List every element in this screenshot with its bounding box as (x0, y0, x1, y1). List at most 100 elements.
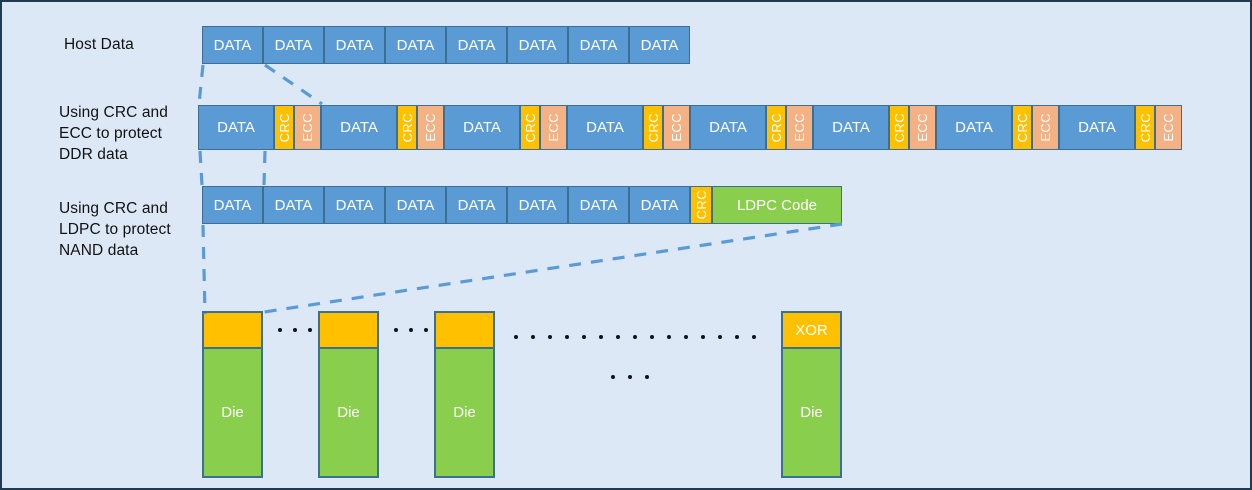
ellipsis-dot (735, 335, 739, 339)
ellipsis-dot (628, 375, 632, 379)
cell-label: DATA (586, 119, 624, 136)
cell-crc-8: CRC (520, 105, 540, 150)
cell-data-8: DATA (629, 26, 690, 64)
cell-data-6: DATA (507, 186, 568, 224)
cell-label: ECC (423, 113, 438, 142)
cell-data-2: DATA (263, 26, 324, 64)
cell-label: DATA (340, 119, 378, 136)
ellipsis-dot (645, 375, 649, 379)
cell-label: CRC (645, 112, 661, 143)
cell-data-7: DATA (568, 186, 629, 224)
cell-label: DATA (213, 196, 252, 214)
row-label-host-data: Host Data (64, 36, 134, 53)
cell-data-4: DATA (385, 186, 446, 224)
cell-data-1: DATA (202, 186, 263, 224)
xor-block-label: XOR (783, 313, 840, 349)
ellipsis-dot (616, 335, 620, 339)
cell-data-1: DATA (198, 105, 274, 150)
cell-data-7: DATA (444, 105, 520, 150)
cell-data-4: DATA (321, 105, 397, 150)
cell-crc-17: CRC (889, 105, 909, 150)
die-1-top-block (204, 313, 261, 349)
ellipsis-dot (394, 328, 398, 332)
row-label-ddr-protection: Using CRC and ECC to protect DDR data (59, 104, 168, 163)
cell-data-6: DATA (507, 26, 568, 64)
ellipsis-dot (548, 335, 552, 339)
cell-label: CRC (276, 112, 292, 143)
cell-data-5: DATA (446, 26, 507, 64)
ellipsis-dot (293, 328, 297, 332)
ellipsis-dot (718, 335, 722, 339)
cell-label: DATA (396, 196, 435, 214)
ellipsis-dot (278, 328, 282, 332)
cell-label: ECC (792, 113, 807, 142)
die-xor: XOR Die (781, 311, 842, 478)
cell-label: DATA (335, 36, 374, 54)
cell-ecc-3: ECC (294, 105, 321, 150)
cell-label: ECC (1161, 113, 1176, 142)
cell-label: DATA (832, 119, 870, 136)
cell-ecc-12: ECC (663, 105, 690, 150)
cell-ecc-6: ECC (417, 105, 444, 150)
connector-nand-right-to-die (263, 222, 843, 314)
cell-label: ECC (546, 113, 561, 142)
cell-label: DATA (955, 119, 993, 136)
ellipsis-dots-short-run (611, 375, 649, 379)
cell-label: ECC (1038, 113, 1053, 142)
row-label-nand-protection: Using CRC and LDPC to protect NAND data (59, 200, 171, 259)
ellipsis-dot (752, 335, 756, 339)
cell-data-13: DATA (690, 105, 766, 150)
ellipsis-dot (611, 375, 615, 379)
cell-label: DATA (518, 196, 557, 214)
cell-label: CRC (891, 112, 907, 143)
die-1: Die (202, 311, 263, 478)
cell-ecc-18: ECC (909, 105, 936, 150)
ellipsis-dot (514, 335, 518, 339)
die-2-label: Die (320, 349, 377, 476)
cell-data-3: DATA (324, 186, 385, 224)
cell-ecc-21: ECC (1032, 105, 1059, 150)
cell-label: DATA (213, 36, 252, 54)
ellipsis-dot (409, 328, 413, 332)
cell-label: DATA (640, 36, 679, 54)
cell-label: DATA (518, 36, 557, 54)
cell-label: CRC (1137, 112, 1153, 143)
cell-crc-2: CRC (274, 105, 294, 150)
cell-label: DATA (1078, 119, 1116, 136)
ellipsis-dot (424, 328, 428, 332)
cell-label: CRC (399, 112, 415, 143)
cell-label: DATA (463, 119, 501, 136)
cell-label: ECC (915, 113, 930, 142)
cell-label: DATA (457, 36, 496, 54)
die-xor-label: Die (783, 349, 840, 476)
cell-data-4: DATA (385, 26, 446, 64)
die-1-label: Die (204, 349, 261, 476)
cell-crc-11: CRC (643, 105, 663, 150)
ellipsis-dot (684, 335, 688, 339)
ellipsis-dot (633, 335, 637, 339)
host-data-strip: DATA DATA DATA DATA DATA DATA DATA DATA (202, 26, 690, 64)
cell-label: CRC (768, 112, 784, 143)
cell-crc-20: CRC (1012, 105, 1032, 150)
cell-label: DATA (335, 196, 374, 214)
ellipsis-dot (531, 335, 535, 339)
die-2-top-block (320, 313, 377, 349)
connector-ddr-left-to-nand (198, 150, 204, 186)
cell-data-7: DATA (568, 26, 629, 64)
cell-label: DATA (217, 119, 255, 136)
cell-crc-14: CRC (766, 105, 786, 150)
cell-crc-5: CRC (397, 105, 417, 150)
ellipsis-dot (565, 335, 569, 339)
cell-label: DATA (274, 36, 313, 54)
connector-ddr-right-to-nand (262, 150, 267, 186)
cell-label: ECC (300, 113, 315, 142)
cell-data-3: DATA (324, 26, 385, 64)
cell-crc-23: CRC (1135, 105, 1155, 150)
ellipsis-dots-die1-die2 (278, 328, 312, 332)
cell-data-8: DATA (629, 186, 690, 224)
connector-host-left-to-ddr (197, 64, 205, 105)
ellipsis-dot (599, 335, 603, 339)
cell-ecc-15: ECC (786, 105, 813, 150)
